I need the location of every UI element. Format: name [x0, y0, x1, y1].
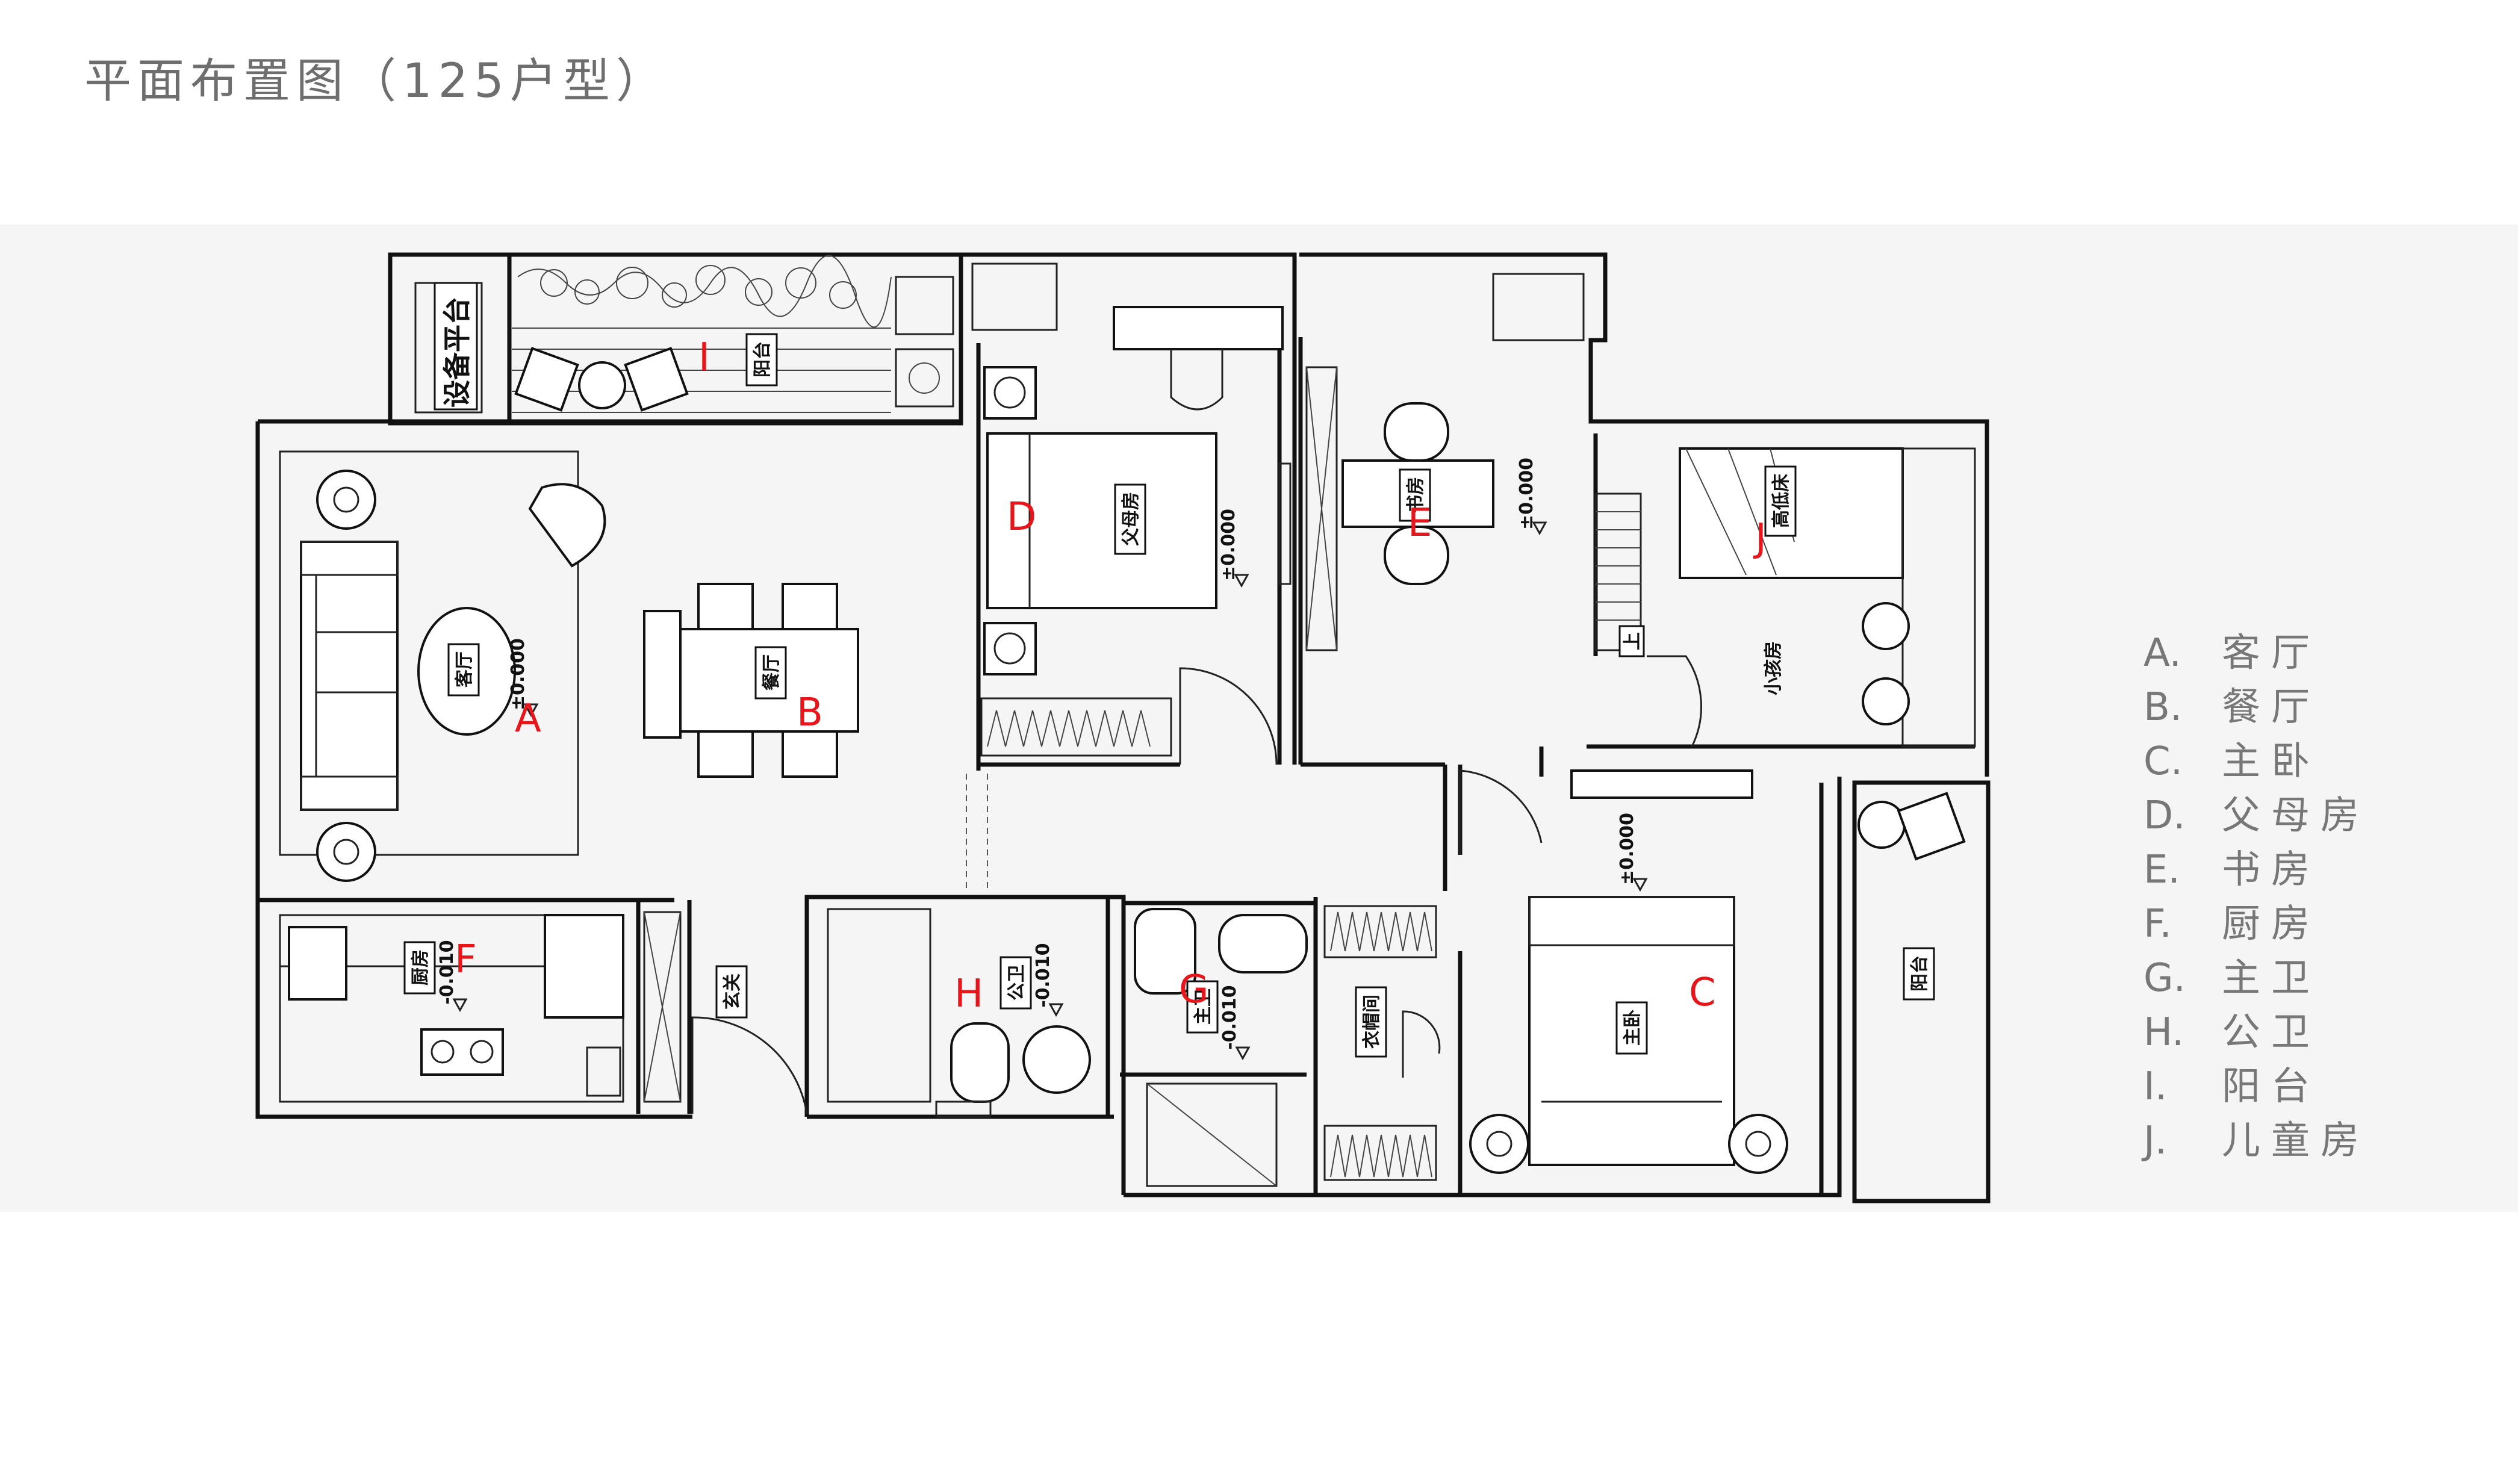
svg-text:书房: 书房 [1405, 477, 1426, 513]
legend-item: F.厨房 [2143, 902, 2321, 946]
master-bath-fixtures [1134, 908, 1308, 1187]
svg-text:主卫: 主卫 [1193, 989, 1214, 1025]
svg-text:±0.000: ±0.000 [1516, 458, 1537, 530]
right-balcony-furniture [1857, 792, 1966, 861]
svg-text:±0.000: ±0.000 [1617, 813, 1638, 885]
legend-item: A.客厅 [2143, 631, 2321, 675]
level-mark-master: ±0.000 [1617, 813, 1648, 892]
dining-furniture [643, 583, 859, 778]
svg-text:父母房: 父母房 [1121, 492, 1142, 546]
plan-background [0, 225, 2518, 1212]
marker-j: J [1753, 516, 1767, 560]
svg-text:公卫: 公卫 [1006, 964, 1027, 1001]
public-bath-label: 公卫 [999, 956, 1032, 1010]
master-bath-label: 主卫 [1186, 980, 1219, 1034]
marker-e: E [1408, 501, 1432, 545]
svg-text:小孩房: 小孩房 [1763, 641, 1784, 695]
svg-text:-0.010: -0.010 [437, 940, 458, 1004]
legend-item: D.父母房 [2143, 793, 2370, 838]
svg-text:阳台: 阳台 [1909, 955, 1930, 992]
level-mark-living: ±0.000 [508, 638, 539, 718]
legend-item: I.阳台 [2143, 1064, 2321, 1109]
svg-text:±0.000: ±0.000 [1218, 509, 1239, 581]
level-mark-kitchen: -0.010 [437, 940, 468, 1013]
living-label: 客厅 [447, 643, 480, 697]
legend-item: E.书房 [2143, 848, 2321, 892]
svg-text:-0.010: -0.010 [1033, 943, 1054, 1007]
svg-text:玄关: 玄关 [722, 973, 743, 1010]
master-bedroom-label: 主卧 [1615, 1001, 1648, 1055]
svg-text:阳台: 阳台 [752, 341, 773, 377]
level-mark-study: ±0.000 [1516, 458, 1547, 536]
room-legend: A.客厅 B.餐厅 C.主卧 D.父母房 E.书房 F.厨房 G.主卫 H.公卫… [2143, 626, 2370, 1168]
svg-text:上: 上 [1622, 632, 1643, 650]
high-low-bed-label: 高低床 [1764, 465, 1797, 537]
cloakroom-fixtures [1323, 905, 1441, 1181]
svg-text:主卧: 主卧 [1622, 1010, 1643, 1046]
kitchen-furniture [279, 911, 808, 1114]
study-label: 书房 [1399, 468, 1431, 522]
stair-up-label: 上 [1618, 625, 1645, 657]
marker-d: D [1007, 495, 1036, 539]
marker-f: F [455, 937, 477, 982]
svg-text:客厅: 客厅 [454, 651, 475, 688]
marker-b: B [797, 691, 823, 735]
public-bath-fixtures [827, 908, 1091, 1118]
equipment-platform-label: 设备平台 [434, 282, 478, 411]
svg-text:-0.010: -0.010 [1219, 985, 1240, 1049]
marker-i: I [698, 335, 710, 380]
marker-c: C [1689, 970, 1716, 1015]
equipment-platform-text: 设备平台 [441, 297, 473, 408]
level-mark-master-bath: -0.010 [1219, 985, 1251, 1061]
cloakroom-label: 衣帽间 [1355, 986, 1387, 1058]
marker-g: G [1179, 967, 1209, 1012]
master-bedroom-furniture [1459, 769, 1788, 1174]
study-furniture [1305, 273, 1585, 651]
entrance-label: 玄关 [715, 965, 748, 1019]
legend-item: H.公卫 [2143, 1010, 2321, 1055]
parents-room-furniture [971, 262, 1292, 765]
kitchen-label: 厨房 [403, 941, 436, 995]
legend-item: G.主卫 [2143, 956, 2321, 1001]
marker-a: A [515, 697, 541, 741]
top-balcony-area [414, 255, 954, 414]
level-mark-parents: ±0.000 [1218, 509, 1249, 588]
page-title: 平面布置图（125户型） [84, 54, 669, 108]
svg-text:±0.000: ±0.000 [508, 638, 529, 710]
parents-room-label: 父母房 [1114, 483, 1146, 555]
svg-text:厨房: 厨房 [410, 949, 431, 986]
svg-text:高低床: 高低床 [1771, 474, 1792, 528]
top-balcony-label: 阳台 [745, 333, 778, 387]
right-balcony-label: 阳台 [1903, 947, 1935, 1001]
marker-h: H [954, 972, 983, 1016]
level-mark-public-bath: -0.010 [1033, 943, 1064, 1017]
svg-text:餐厅: 餐厅 [761, 654, 782, 691]
legend-item: C.主卧 [2143, 739, 2321, 784]
kids-room-label: 小孩房 [1763, 641, 1784, 695]
dining-label: 餐厅 [754, 646, 787, 700]
legend-item: J.儿童房 [2143, 1119, 2370, 1163]
legend-item: B.餐厅 [2143, 685, 2321, 730]
svg-text:衣帽间: 衣帽间 [1361, 995, 1382, 1049]
living-room-furniture [279, 450, 606, 882]
